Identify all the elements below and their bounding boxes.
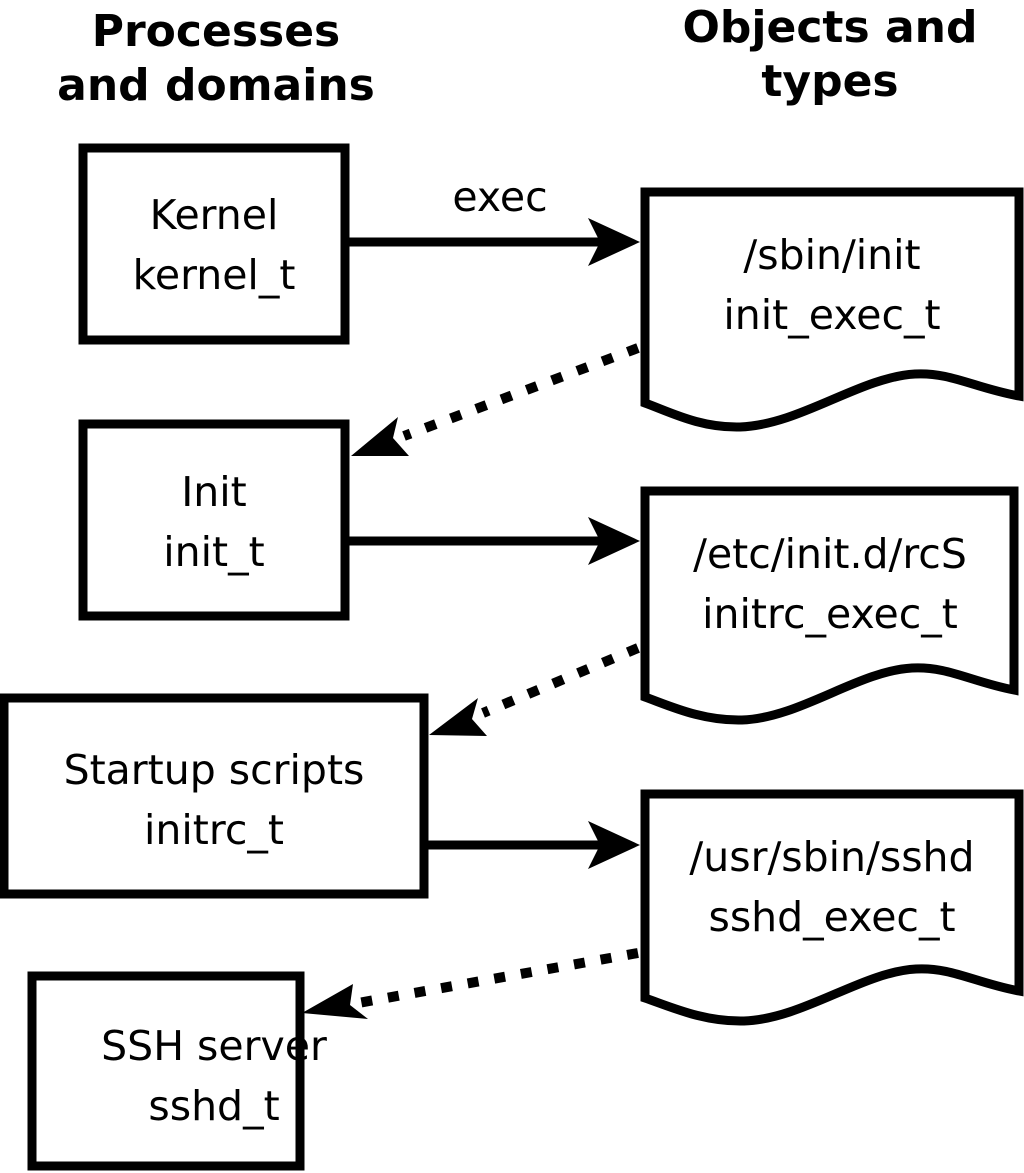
node-etc-initd-rcs-line1: /etc/init.d/rcS bbox=[693, 530, 967, 578]
node-kernel[interactable]: Kernel kernel_t bbox=[78, 143, 350, 345]
edge-kernel-to-init-exec-arrowhead bbox=[588, 218, 640, 266]
node-init-box[interactable] bbox=[78, 419, 350, 621]
node-init-line1: Init bbox=[181, 468, 247, 516]
column-header-processes-line1: Processes bbox=[92, 6, 341, 57]
column-header-objects-line1: Objects and bbox=[683, 2, 978, 53]
node-etc-initd-rcs-line2: initrc_exec_t bbox=[702, 590, 958, 638]
node-kernel-line2: kernel_t bbox=[133, 251, 296, 299]
edge-label-exec: exec bbox=[452, 173, 547, 221]
node-etc-initd-rcs-document-shape[interactable] bbox=[640, 486, 1019, 725]
node-kernel-box[interactable] bbox=[78, 143, 350, 345]
node-startup-scripts-box[interactable] bbox=[0, 693, 429, 899]
edge-initrc-to-sshd-exec bbox=[428, 821, 640, 869]
node-sbin-init-line2: init_exec_t bbox=[723, 291, 940, 339]
node-usr-sbin-sshd[interactable]: /usr/sbin/sshd sshd_exec_t bbox=[640, 789, 1024, 1026]
node-usr-sbin-sshd-document-shape[interactable] bbox=[640, 789, 1024, 1026]
node-sbin-init[interactable]: /sbin/init init_exec_t bbox=[640, 187, 1024, 432]
node-startup-scripts-line1: Startup scripts bbox=[64, 746, 365, 794]
edge-initrc-to-sshd-exec-arrowhead bbox=[588, 821, 640, 869]
node-ssh-server-line2: sshd_t bbox=[148, 1082, 279, 1130]
edge-init-exec-to-init-arrowhead bbox=[351, 417, 409, 456]
node-usr-sbin-sshd-line2: sshd_exec_t bbox=[708, 893, 955, 941]
node-init[interactable]: Init init_t bbox=[78, 419, 350, 621]
edge-init-to-initrc-exec-arrowhead bbox=[588, 517, 640, 565]
node-startup-scripts-line2: initrc_t bbox=[144, 806, 284, 854]
node-etc-initd-rcs[interactable]: /etc/init.d/rcS initrc_exec_t bbox=[640, 486, 1019, 725]
edge-init-exec-to-init-line bbox=[402, 343, 640, 441]
node-ssh-server-box[interactable] bbox=[27, 971, 305, 1171]
edge-sshd-exec-to-sshd-arrowhead bbox=[302, 984, 368, 1019]
node-ssh-server[interactable]: SSH server sshd_t bbox=[27, 971, 327, 1171]
column-header-processes-line2: and domains bbox=[57, 60, 375, 111]
edge-initrc-exec-to-initrc bbox=[429, 643, 640, 736]
node-usr-sbin-sshd-line1: /usr/sbin/sshd bbox=[689, 833, 974, 881]
edge-init-exec-to-init bbox=[351, 343, 640, 456]
node-ssh-server-line1: SSH server bbox=[101, 1022, 327, 1070]
node-init-line2: init_t bbox=[163, 528, 264, 576]
edge-initrc-exec-to-initrc-line bbox=[481, 643, 640, 718]
node-kernel-line1: Kernel bbox=[150, 191, 279, 239]
edge-sshd-exec-to-sshd bbox=[302, 948, 639, 1019]
node-startup-scripts[interactable]: Startup scripts initrc_t bbox=[0, 693, 429, 899]
edge-init-to-initrc-exec bbox=[349, 517, 640, 565]
column-header-objects: Objects and types bbox=[683, 2, 978, 107]
column-header-objects-line2: types bbox=[761, 56, 898, 107]
edge-sshd-exec-to-sshd-line bbox=[357, 948, 639, 1008]
column-header-processes: Processes and domains bbox=[57, 6, 375, 111]
edge-initrc-exec-to-initrc-arrowhead bbox=[429, 698, 487, 736]
node-sbin-init-line1: /sbin/init bbox=[743, 231, 920, 279]
edge-kernel-to-init-exec: exec bbox=[349, 173, 640, 266]
node-sbin-init-document-shape[interactable] bbox=[640, 187, 1024, 432]
